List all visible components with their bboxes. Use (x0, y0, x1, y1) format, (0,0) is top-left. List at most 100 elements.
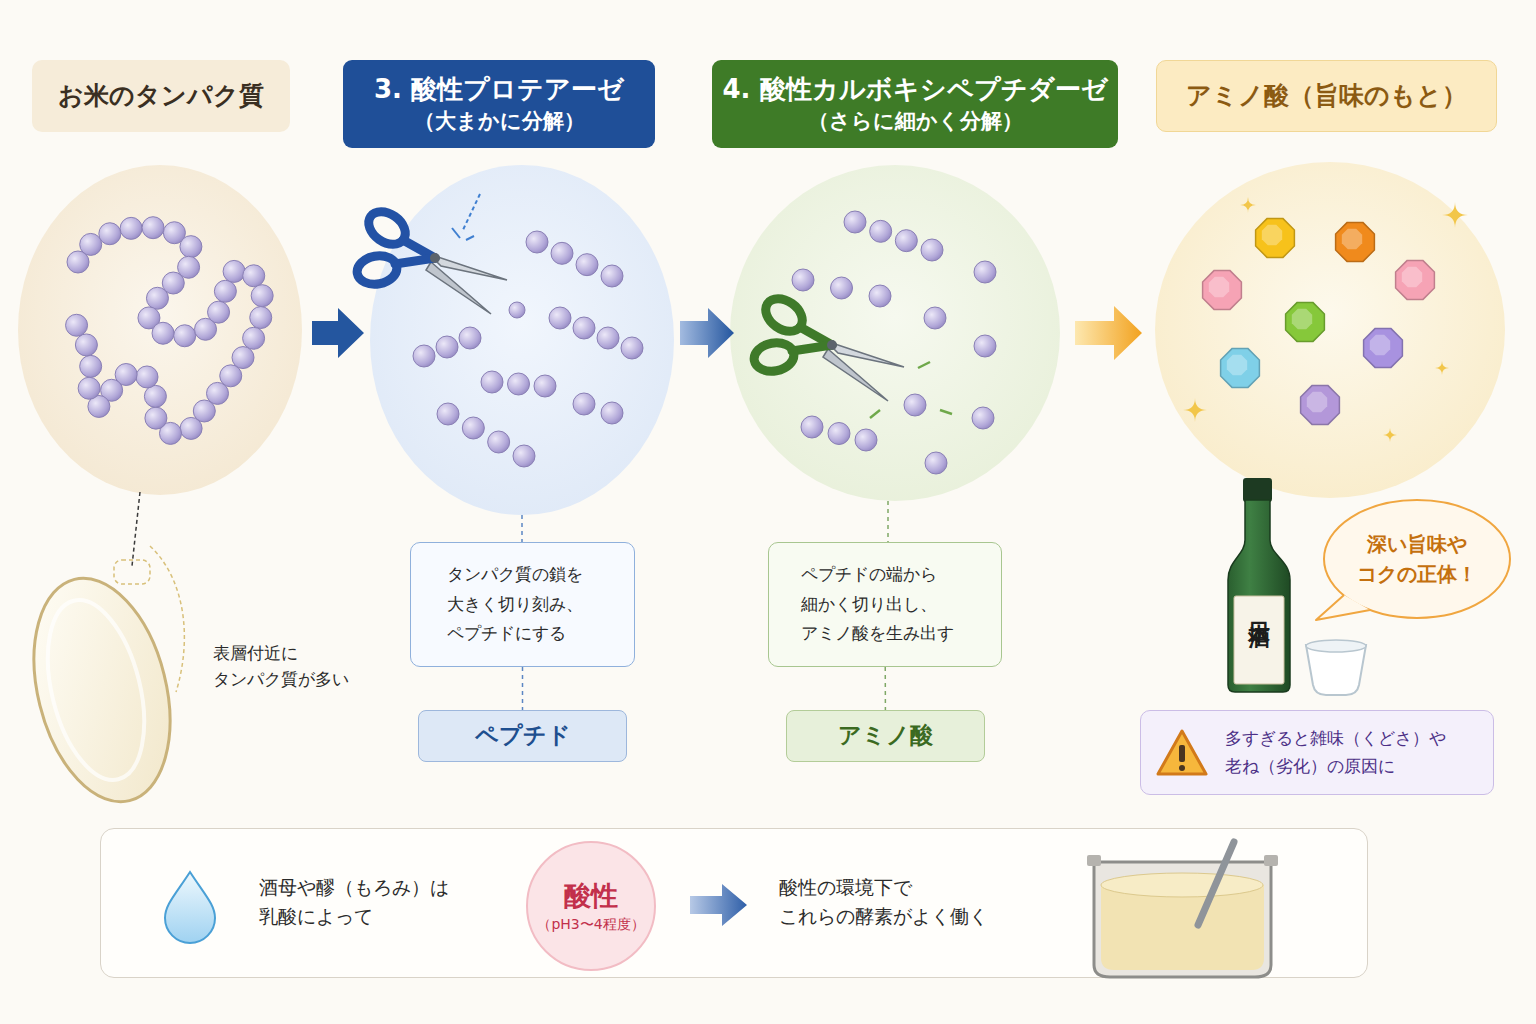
amino-bead (120, 217, 142, 239)
amino-acid-gem (1256, 219, 1295, 258)
amino-bead (573, 393, 595, 415)
node-title: タンパク質の鎖を 大きく切り刻み、 ペプチドにする (447, 560, 599, 649)
amino-bead (925, 452, 947, 474)
gem-highlight (1342, 229, 1362, 249)
cut-mark (462, 194, 480, 232)
amino-bead (78, 377, 100, 399)
amino-bead (243, 327, 265, 349)
ph-circle (527, 842, 655, 970)
mash (1101, 873, 1263, 897)
amino-bead (459, 327, 481, 349)
amino-bead (869, 285, 891, 307)
speech-bubble: 深い旨味や コクの正体！ (1322, 498, 1512, 620)
amino-bead (924, 307, 946, 329)
bottle-label-text: 日本酒 (1248, 604, 1270, 610)
gem-highlight (1209, 277, 1229, 297)
amino-bead (551, 242, 573, 264)
amino-bead (180, 417, 202, 439)
stage-circle (18, 162, 1505, 515)
amino-bead (413, 345, 435, 367)
amino-bead (488, 431, 510, 453)
flow-arrow (680, 308, 734, 358)
amino-bead (601, 402, 623, 424)
amino-bead (828, 423, 850, 445)
leader-line (521, 515, 523, 542)
amino-bead (223, 260, 245, 282)
amino-bead (437, 403, 459, 425)
warning-box: 多すぎると雑味（くどさ）や 老ね（劣化）の原因に (1140, 710, 1494, 795)
info-panel: 酒母や醪（もろみ）は 乳酸によって酸性の環境下で これらの酵素がよく働く酸性（p… (100, 828, 1368, 978)
amino-bead (831, 277, 853, 299)
cut-mark (452, 228, 460, 238)
amino-bead (146, 287, 168, 309)
amino-bead (481, 371, 503, 393)
speech-bubble-outline (1322, 498, 1512, 620)
mash-tank (1094, 862, 1271, 977)
ph-circle: 酸性（pH3〜4程度） (526, 841, 656, 971)
sparkle (1383, 428, 1397, 442)
scissors-icon (355, 194, 952, 418)
warning-icon (1179, 765, 1185, 771)
amino-bead (436, 336, 458, 358)
peptide-circle (370, 165, 674, 515)
amino-bead (180, 236, 202, 258)
bubble-tail (1316, 595, 1370, 620)
flow-arrow (1075, 306, 1142, 360)
amino-bead (844, 211, 866, 233)
amino-bead (80, 355, 102, 377)
sparkle (1442, 202, 1468, 228)
flow-arrow (690, 884, 747, 926)
amino-bead (974, 261, 996, 283)
gem-highlight (1402, 267, 1422, 287)
surface-marker (150, 546, 184, 692)
mash-tank (1094, 861, 1271, 864)
node-title: ペプチド (475, 719, 571, 752)
warning-icon (1158, 731, 1206, 774)
scissors-icon (355, 205, 507, 314)
amino-bead (145, 407, 167, 429)
result-box: ペプチド (418, 710, 627, 762)
amino-acid-gem (1364, 329, 1403, 368)
amino-bead (80, 233, 102, 255)
leader-line (887, 501, 889, 542)
note-box: ペプチドの端から 細かく切り出し、 アミノ酸を生み出す (768, 542, 1002, 667)
amino-bead (792, 269, 814, 291)
cut-mark (870, 410, 880, 418)
amino-circle (1155, 162, 1505, 498)
amino-acid-gem (1221, 349, 1260, 388)
node-title: 多すぎると雑味（くどさ）や 老ね（劣化）の原因に (1225, 725, 1465, 779)
amino-bead (136, 366, 158, 388)
amino-acid-gem (1301, 386, 1340, 425)
sake-cup (1306, 640, 1366, 652)
amino-bead (526, 231, 548, 253)
node-title: お米のタンパク質 (58, 78, 264, 114)
amino-bead (921, 239, 943, 261)
amino-bead (152, 322, 174, 344)
sparkle (1240, 197, 1256, 213)
amino-acid-gem (1203, 271, 1242, 310)
surface-marker (114, 560, 150, 584)
warning-icon (1158, 731, 1206, 774)
amino-acid-gem (1183, 197, 1468, 442)
gem-highlight (1307, 392, 1327, 412)
node-title: 3. 酸性プロテアーゼ (374, 72, 624, 107)
enzyme-header: 3. 酸性プロテアーゼ（大まかに分解） (343, 60, 655, 148)
node-title: 深い旨味や コクの正体！ (1352, 529, 1482, 589)
sparkle (1435, 361, 1449, 375)
mash-tank (1087, 842, 1278, 977)
amino-bead (232, 347, 254, 369)
amino-bead (573, 317, 595, 339)
amino-bead (904, 394, 926, 416)
amino-bead (250, 307, 272, 329)
rice-highlight (31, 590, 161, 790)
cut-mark (940, 410, 952, 414)
amino-bead (508, 373, 530, 395)
amino-bead (208, 301, 230, 323)
amino-acid-gem (1336, 223, 1375, 262)
node-title: ペプチドの端から 細かく切り出し、 アミノ酸を生み出す (801, 560, 969, 649)
mash-tank (1264, 855, 1278, 866)
node-title: 4. 酸性カルボキシペプチダーゼ (722, 72, 1107, 107)
